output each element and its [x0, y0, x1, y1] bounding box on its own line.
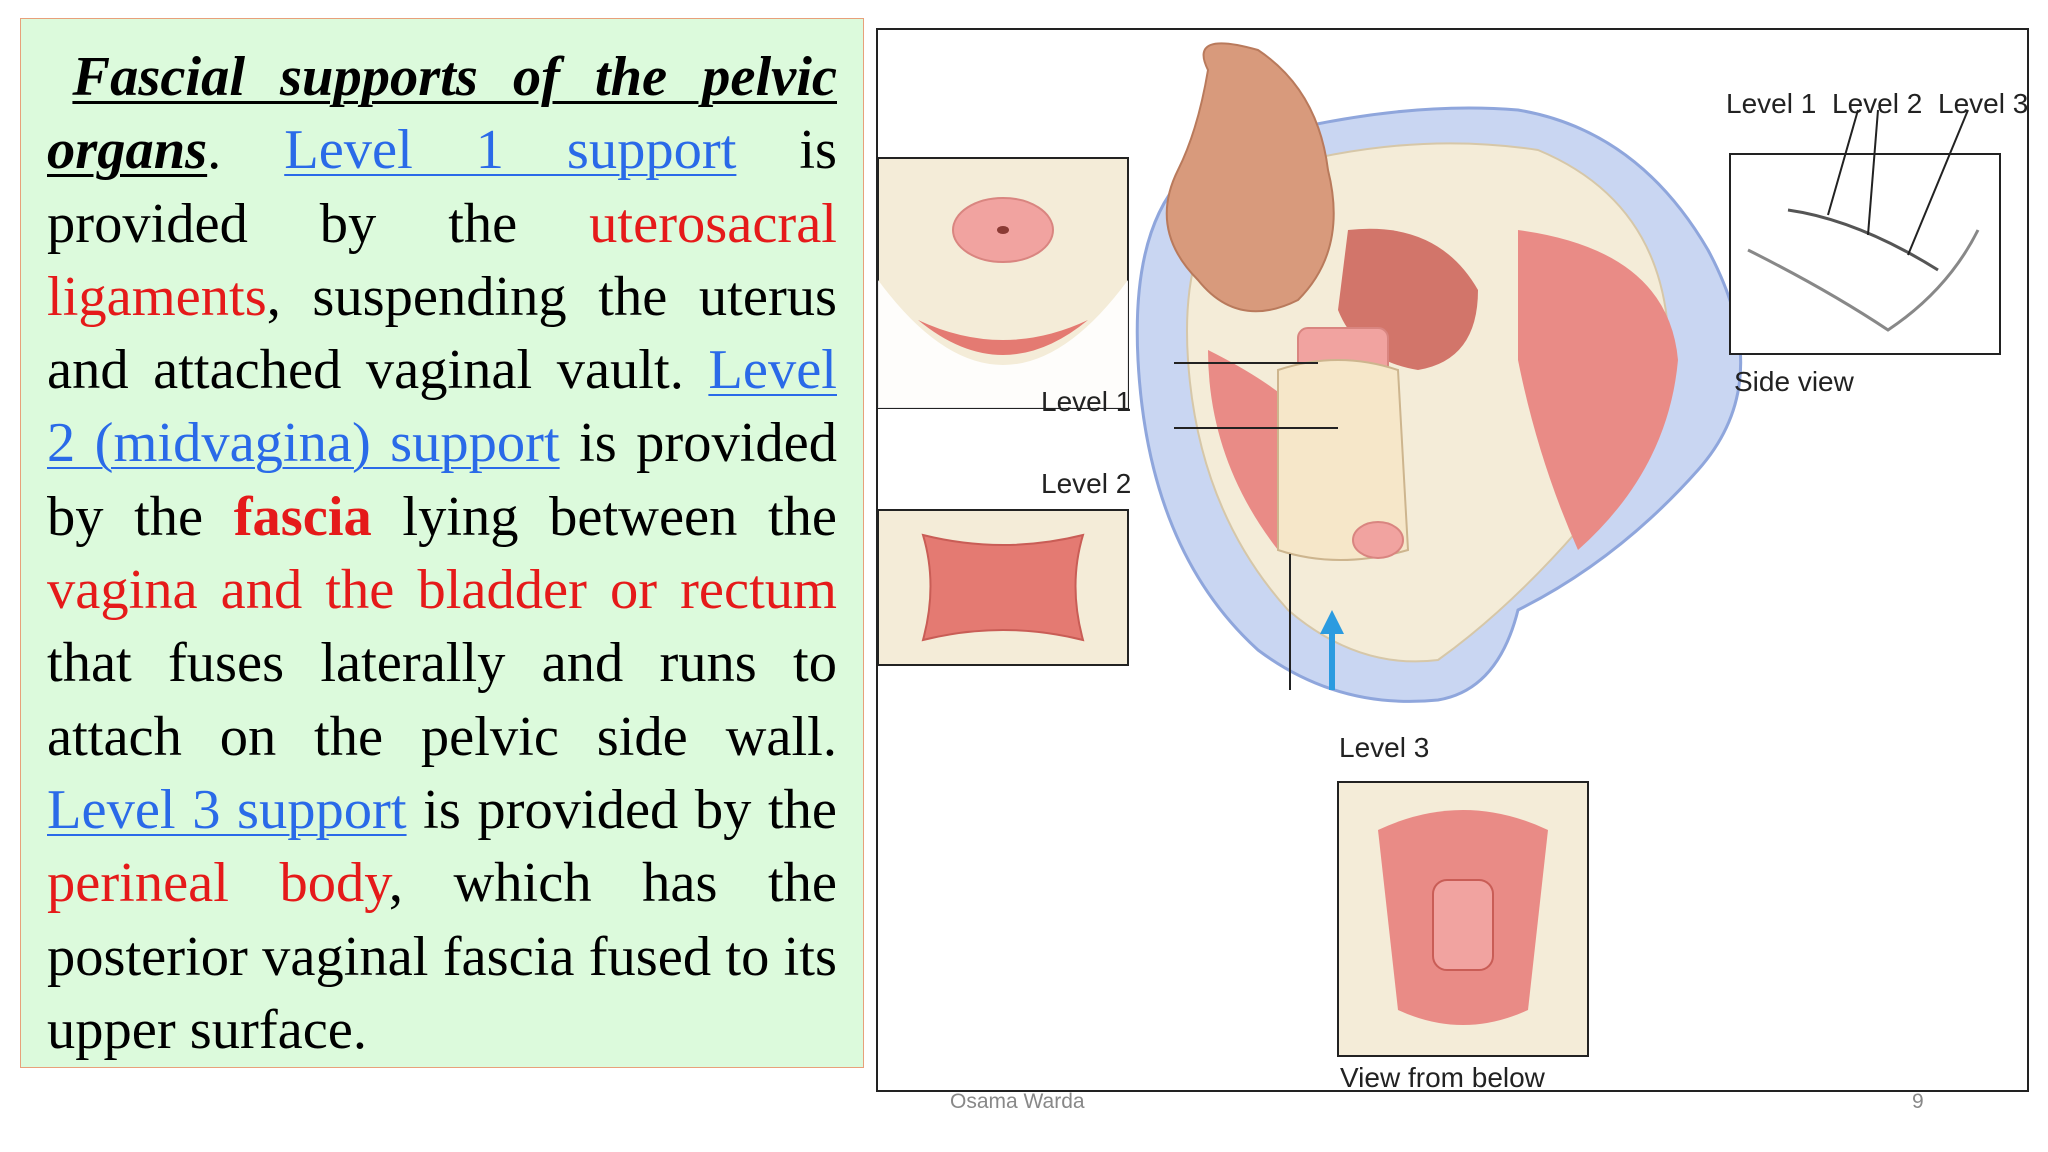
side-view-caption: Side view [1734, 366, 1854, 397]
text-segment: lying between the [371, 485, 837, 548]
text-panel: Fascial supports of the pelvic organs. L… [20, 18, 864, 1068]
text-segment: is provided by the [406, 778, 837, 841]
heading-title-cont: organs [47, 119, 208, 182]
level2-label: Level 2 [1041, 468, 1132, 499]
side-level3-label: Level 3 [1938, 88, 2029, 119]
level1-link[interactable]: Level 1 support [284, 119, 737, 182]
rectum [1352, 521, 1404, 559]
vagina-text: vagina and the [47, 559, 395, 622]
side-level1-label: Level 1 [1726, 88, 1817, 119]
muscle-right [1518, 230, 1678, 550]
text-segment: , which has the posterior vaginal fascia… [47, 852, 837, 1061]
heading-title: Fascial supports of the pelvic [72, 46, 837, 108]
footer-author: Osama Warda [950, 1090, 1085, 1113]
heading-period: . [207, 119, 222, 182]
level3-link[interactable]: Level 3 support [47, 778, 407, 841]
page-number: 9 [1912, 1090, 1924, 1113]
illustration-svg [878, 42, 2001, 1057]
body-paragraph: Fascial supports of the pelvic organs. L… [47, 41, 837, 1067]
inset-side-view [1729, 153, 2001, 355]
uterus [1165, 42, 1335, 313]
text-segment: is provided by the [47, 412, 837, 548]
text-segment: , suspending the uterus and attached vag… [47, 265, 837, 402]
level3-label: Level 3 [1339, 732, 1430, 763]
arrow-head [1320, 610, 1344, 634]
text-segment: that fuses laterally and runs to attach … [47, 632, 837, 768]
pelvic-support-illustration: Level 1 Level 2 Level 3 Level 1 Level 2 … [876, 28, 2029, 1092]
level1-label: Level 1 [1041, 386, 1132, 417]
text-segment: is provided by the [47, 119, 838, 255]
vagina [1277, 359, 1410, 561]
fascia-text: fascia [233, 485, 372, 548]
level2-link[interactable]: Level 2 (midvagina) support [47, 339, 837, 475]
perineal-body-text: perineal body [47, 852, 389, 915]
bladder-rectum-text: bladder or rectum [417, 559, 837, 622]
view-from-below-caption: View from below [1340, 1062, 1545, 1092]
uterosacral-ligaments-text: uterosacral ligaments [47, 192, 837, 328]
side-level2-label: Level 2 [1832, 88, 1923, 119]
